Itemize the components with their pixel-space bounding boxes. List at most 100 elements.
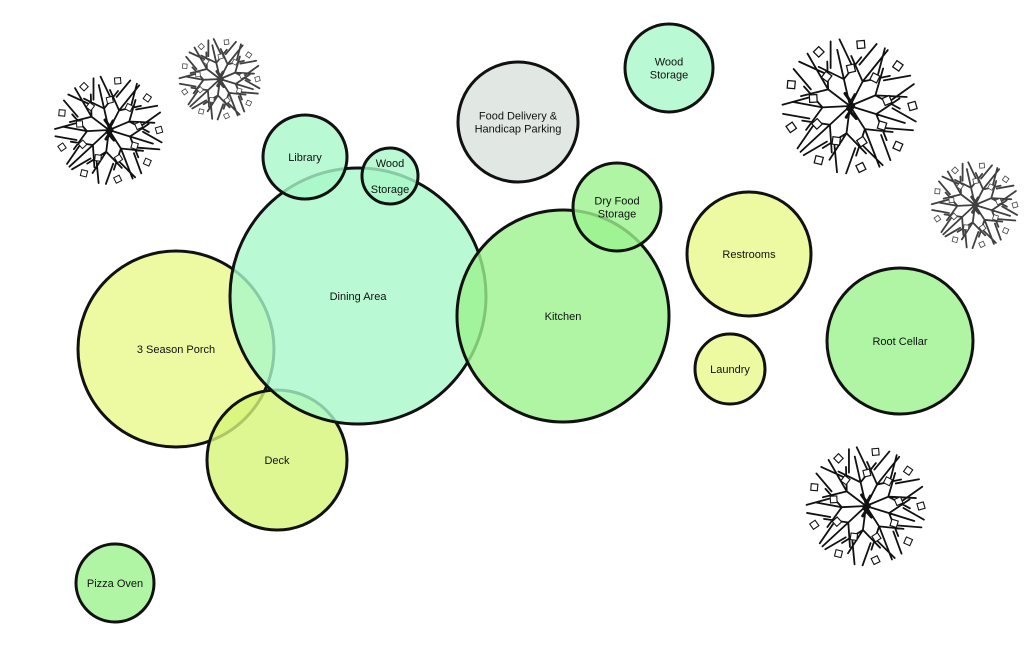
leaf-mark	[196, 86, 204, 94]
leaf-mark	[907, 100, 918, 112]
bubble-label-food-delivery: Food Delivery &	[479, 111, 558, 123]
leaf-mark	[113, 174, 123, 184]
leaf-mark	[876, 120, 888, 132]
leaf-mark	[849, 532, 859, 541]
leaf-mark	[79, 169, 89, 178]
bubble-circle-root-cellar	[825, 266, 975, 416]
leaf-mark	[154, 125, 164, 135]
leaf-mark	[903, 536, 914, 547]
tree-trunk	[843, 92, 858, 120]
leaf-mark	[978, 223, 987, 232]
leaf-mark	[891, 59, 904, 72]
tree-trunk	[103, 118, 116, 142]
bubble-circle-laundry	[693, 332, 767, 406]
leaf-mark	[785, 121, 798, 134]
leaf-mark	[85, 101, 96, 112]
bubble-label-wood-storage: Wood	[655, 57, 684, 69]
leaf-mark	[195, 71, 201, 78]
leaf-mark	[810, 483, 819, 492]
tree-icon	[805, 446, 926, 567]
leaf-mark	[77, 139, 88, 150]
bubble-label-pizza-oven: Pizza Oven	[87, 578, 143, 590]
bubble-circle-restrooms	[685, 190, 813, 318]
bubble-label-deck: Deck	[264, 455, 290, 467]
bubble-label-kitchen: Kitchen	[545, 311, 582, 323]
leaf-mark	[786, 79, 796, 90]
leaf-mark	[113, 153, 124, 164]
leaf-mark	[995, 197, 1003, 206]
leaf-mark	[130, 141, 139, 151]
leaf-mark	[949, 212, 958, 221]
leaf-mark	[223, 39, 230, 45]
leaf-mark	[223, 112, 231, 120]
leaf-mark	[223, 96, 231, 105]
leaf-mark	[202, 57, 210, 66]
tree-icon	[54, 75, 164, 185]
tree-branches	[930, 161, 1018, 250]
leaf-mark	[810, 117, 824, 131]
bubble-restrooms: Restrooms	[685, 190, 813, 318]
leaf-mark	[978, 162, 985, 169]
leaf-mark	[58, 109, 66, 117]
leaf-mark	[902, 465, 914, 477]
bubble-circle-library	[261, 113, 349, 201]
bubble-label-wood-storage-small: Wood	[376, 158, 405, 170]
leaf-mark	[889, 518, 899, 529]
leaf-mark	[231, 58, 239, 66]
leaf-mark	[987, 183, 995, 191]
bubble-circle-food-delivery	[456, 60, 580, 184]
leaf-mark	[871, 447, 880, 457]
leaf-mark	[868, 71, 881, 84]
leaf-mark	[1011, 201, 1019, 209]
leaf-mark	[238, 72, 246, 80]
bubble-label-wood-storage-small: Storage	[371, 184, 410, 196]
bubble-label-dry-food-storage: Dry Food	[594, 196, 639, 208]
leaf-mark	[934, 188, 941, 195]
bubble-label-food-delivery: Handicap Parking	[475, 124, 562, 136]
leaf-mark	[862, 468, 872, 478]
bubble-label-dry-food-storage: Storage	[598, 209, 637, 221]
leaf-mark	[855, 135, 868, 148]
leaf-mark	[142, 157, 152, 167]
leaf-mark	[855, 161, 867, 174]
leaf-mark	[105, 95, 114, 105]
leaf-mark	[181, 63, 188, 70]
leaf-mark	[933, 214, 942, 223]
leaf-mark	[813, 154, 825, 166]
leaf-mark	[916, 501, 926, 511]
tree-branches	[54, 75, 163, 185]
leaf-mark	[254, 75, 261, 83]
leaf-mark	[94, 153, 102, 162]
leaf-mark	[881, 94, 893, 107]
leaf-mark	[829, 495, 838, 504]
bubble-food-delivery: Food Delivery &Handicap Parking	[456, 60, 580, 184]
leaf-mark	[831, 135, 842, 146]
bubble-label-3-season-porch: 3 Season Porch	[137, 344, 215, 356]
bubble-circle-pizza-oven	[74, 542, 156, 624]
bubble-circle-kitchen	[455, 208, 671, 424]
leaf-mark	[991, 214, 999, 222]
bubble-pizza-oven: Pizza Oven	[74, 542, 156, 624]
tree-layer	[54, 38, 1019, 567]
leaf-mark	[245, 99, 253, 107]
bubble-label-root-cellar: Root Cellar	[872, 336, 927, 348]
tree-icon	[178, 38, 261, 121]
leaf-mark	[833, 548, 844, 559]
bubble-dining-area: Dining Area	[228, 166, 488, 426]
bubble-laundry: Laundry	[693, 332, 767, 406]
leaf-mark	[217, 53, 224, 60]
leaf-mark	[245, 51, 253, 59]
leaf-mark	[892, 140, 904, 152]
leaf-mark	[972, 177, 979, 185]
leaf-mark	[812, 45, 825, 59]
bubble-label-restrooms: Restrooms	[722, 249, 776, 261]
leaf-mark	[808, 519, 820, 531]
leaf-mark	[856, 39, 866, 50]
bubble-3-season-porch: 3 Season Porch	[76, 249, 276, 449]
leaf-mark	[181, 88, 189, 96]
leaf-mark	[845, 63, 857, 74]
